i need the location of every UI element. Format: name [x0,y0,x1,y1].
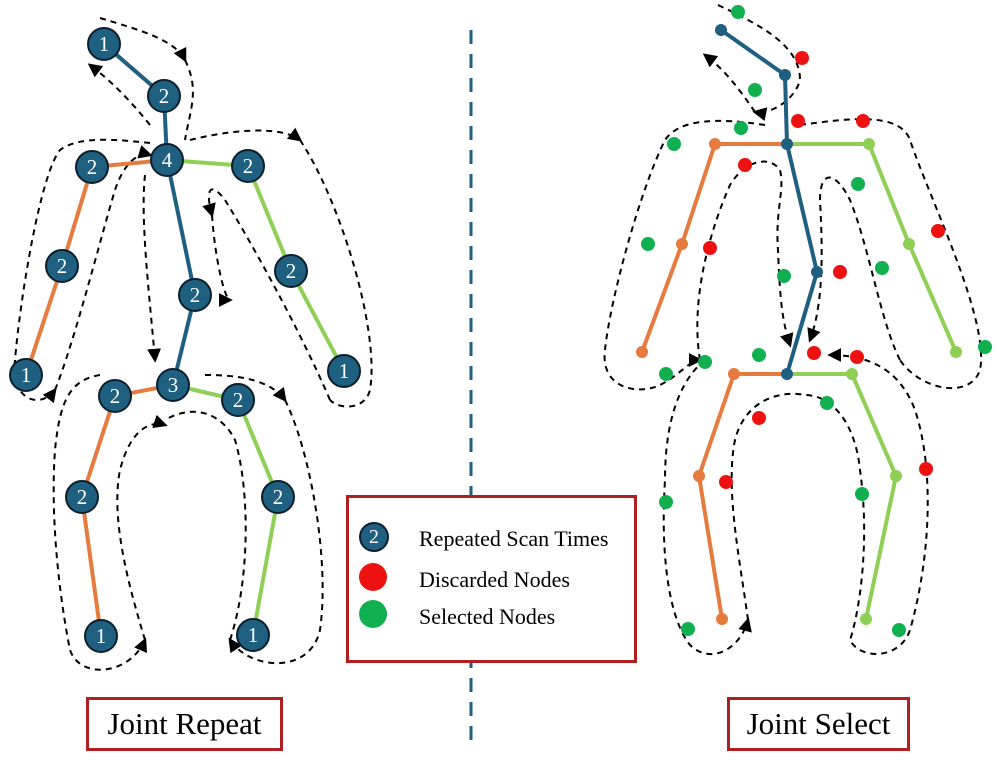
svg-text:2: 2 [77,485,88,509]
svg-text:1: 1 [96,624,107,648]
svg-text:2: 2 [243,154,254,178]
repeat-nodes: 1 2 4 2 2 1 2 2 1 2 3 2 2 1 2 2 1 [9,27,361,653]
node-foot-right: 1 [84,619,118,653]
legend-label-selected: Selected Nodes [419,604,556,629]
svg-text:3: 3 [168,373,179,397]
node-hand-right: 1 [9,358,43,392]
node-shoulder-center: 4 [150,143,184,177]
green-dot-icon [359,600,393,634]
scan-path-right [603,4,983,656]
red-dot-icon [359,563,393,597]
node-spine-mid: 2 [178,278,212,312]
title-joint-repeat: Joint Repeat [86,697,283,751]
svg-text:2: 2 [286,259,297,283]
legend-item-selected: Selected Nodes [359,600,555,634]
svg-text:1: 1 [21,363,32,387]
svg-text:2: 2 [159,84,170,108]
svg-text:2: 2 [190,283,201,307]
svg-text:2: 2 [110,384,121,408]
node-hand-left: 1 [327,354,361,388]
node-elbow-right: 2 [45,249,79,283]
node-foot-left: 1 [236,618,270,652]
node-neck: 2 [147,79,181,113]
svg-text:2: 2 [57,254,68,278]
svg-text:2: 2 [273,485,284,509]
legend-item-discarded: Discarded Nodes [359,563,570,597]
selected-nodes [641,5,992,637]
numbered-node-symbol: 2 [359,522,389,552]
title-joint-select: Joint Select [727,697,910,751]
node-shoulder-left: 2 [231,149,265,183]
svg-text:1: 1 [339,359,350,383]
svg-text:1: 1 [248,623,259,647]
node-knee-left: 2 [261,480,295,514]
legend: 2 Repeated Scan Times Discarded Nodes Se… [346,495,637,663]
legend-label-repeated: Repeated Scan Times [419,526,609,551]
node-hip-right: 2 [98,379,132,413]
scan-path-left [13,17,373,671]
node-hip-center: 3 [156,368,190,402]
joint-select-diagram [603,4,992,656]
node-shoulder-right: 2 [75,150,109,184]
numbered-node-icon: 2 [359,522,393,556]
skeleton-left [24,42,346,638]
node-knee-right: 2 [65,480,99,514]
legend-item-repeated: 2 Repeated Scan Times [359,522,608,556]
svg-text:2: 2 [87,155,98,179]
joint-repeat-diagram: 1 2 4 2 2 1 2 2 1 2 3 2 2 1 2 2 1 [9,17,373,671]
node-elbow-left: 2 [274,254,308,288]
svg-text:1: 1 [99,32,110,56]
skeleton-right [640,28,958,621]
select-joints [636,24,962,625]
node-hip-left: 2 [221,383,255,417]
node-head: 1 [87,27,121,61]
discarded-nodes [703,51,945,489]
legend-label-discarded: Discarded Nodes [419,567,570,592]
svg-text:4: 4 [162,148,173,172]
svg-text:2: 2 [233,388,244,412]
